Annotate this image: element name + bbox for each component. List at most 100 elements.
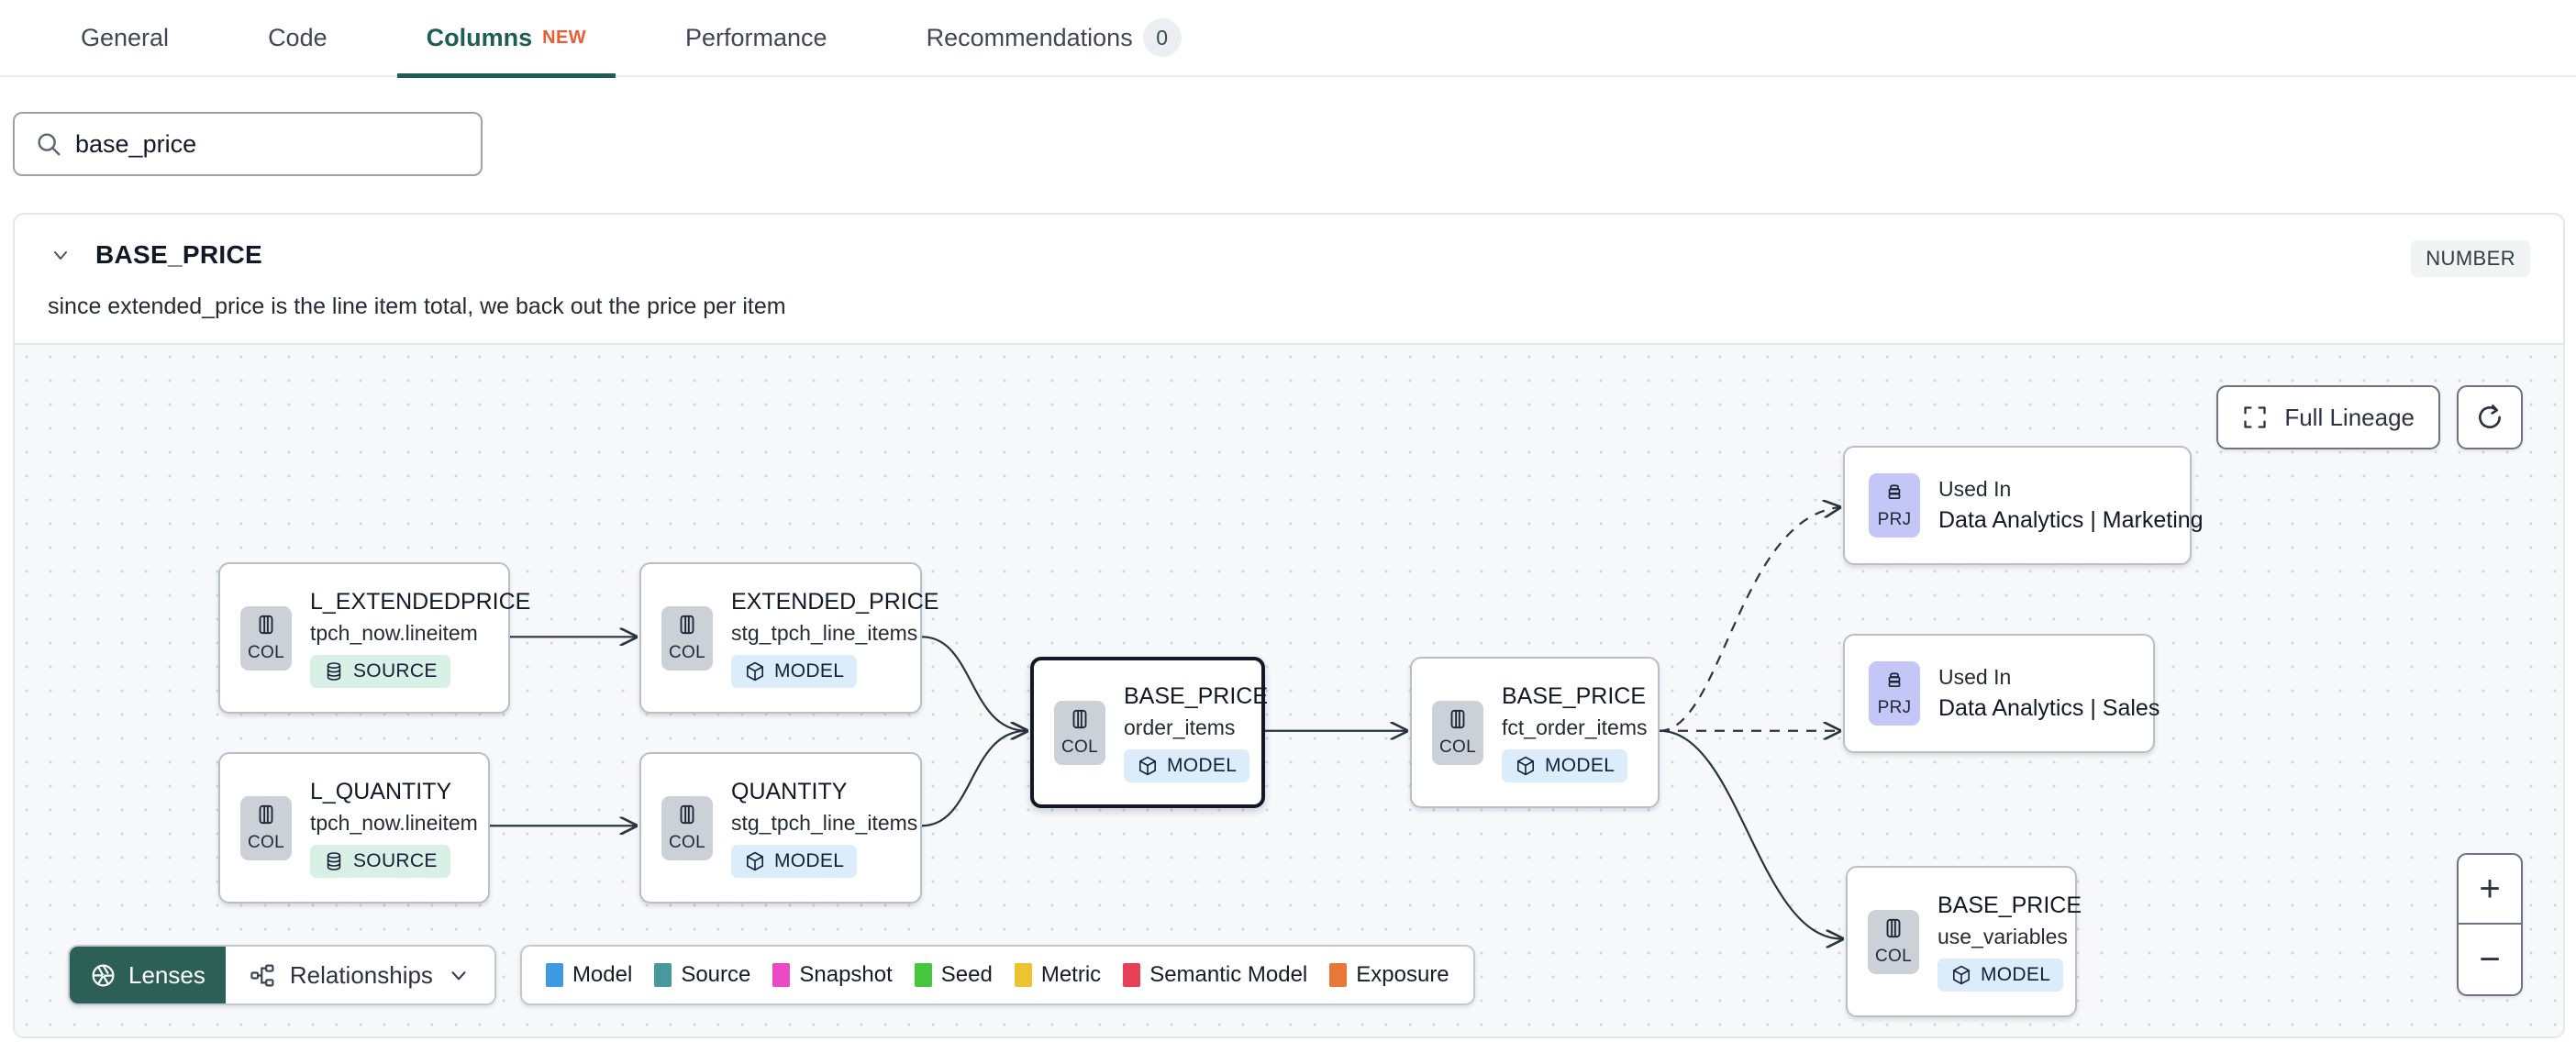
refresh-button[interactable] (2457, 385, 2523, 449)
legend-item-snapshot[interactable]: Snapshot (772, 962, 893, 988)
column-badge: COL (661, 795, 713, 860)
zoom-in-button[interactable]: + (2459, 855, 2521, 925)
tab-label: Performance (685, 23, 827, 51)
column-header: BASE_PRICE NUMBER since extended_price i… (15, 215, 2563, 343)
used-in-label: Used In (1938, 665, 2012, 689)
node-badge-label: PRJ (1877, 697, 1912, 717)
zoom-out-button[interactable]: − (2479, 939, 2501, 980)
chevron-down-icon (447, 963, 471, 987)
legend-swatch (1329, 963, 1348, 987)
node-title: L_EXTENDEDPRICE (310, 588, 531, 615)
tab-label: Code (268, 23, 328, 51)
node-type-tag-label: MODEL (774, 849, 845, 871)
database-icon (323, 660, 345, 682)
column-icon (675, 613, 699, 641)
node-subtitle: stg_tpch_line_items (731, 620, 918, 645)
node-type-tag: MODEL (1124, 748, 1250, 782)
node-type-tag: MODEL (731, 844, 858, 878)
column-badge: COL (661, 605, 713, 671)
legend-swatch (654, 963, 672, 987)
cube-icon (744, 850, 766, 872)
node-badge-label: COL (669, 833, 705, 852)
tab-performance[interactable]: Performance (656, 0, 857, 76)
relationships-button[interactable]: Relationships (225, 947, 494, 1003)
column-badge: COL (240, 795, 292, 860)
project-badge: PRJ (1869, 661, 1920, 726)
legend-item-source[interactable]: Source (654, 962, 750, 988)
lineage-node-used-in-sales[interactable]: PRJ Used In Data Analytics | Sales (1843, 634, 2160, 753)
used-in-label: Used In (1938, 477, 2012, 501)
node-badge-label: PRJ (1877, 509, 1912, 529)
cube-icon (744, 660, 766, 682)
legend-item-exposure[interactable]: Exposure (1329, 962, 1449, 988)
node-title: BASE_PRICE (1502, 682, 1647, 709)
canvas-top-controls: Full Lineage (2216, 385, 2523, 449)
legend-item-seed[interactable]: Seed (914, 962, 993, 988)
tab-code[interactable]: Code (239, 0, 357, 76)
expand-frame-icon (2242, 405, 2268, 430)
project-icon (1883, 482, 1905, 508)
node-type-legend: Model Source Snapshot Seed Metric Semantic Mo… (519, 945, 1475, 1005)
legend-label: Seed (940, 962, 993, 987)
zoom-controls: + − (2457, 853, 2523, 996)
node-subtitle: tpch_now.lineitem (310, 620, 478, 645)
legend-item-model[interactable]: Model (545, 962, 633, 988)
column-icon (254, 613, 278, 641)
full-lineage-button[interactable]: Full Lineage (2216, 385, 2440, 449)
project-badge: PRJ (1869, 473, 1920, 538)
legend-item-semantic-model[interactable]: Semantic Model (1123, 962, 1307, 988)
used-in-project-name: Data Analytics | Sales (1938, 695, 2160, 721)
cube-icon (1950, 964, 1972, 986)
legend-swatch (1014, 963, 1032, 987)
column-icon (1068, 707, 1092, 736)
node-title: BASE_PRICE (1938, 892, 2082, 918)
node-title: L_QUANTITY (310, 778, 452, 804)
node-subtitle: order_items (1124, 715, 1236, 739)
node-badge-label: COL (669, 643, 705, 662)
column-icon (1882, 916, 1905, 945)
node-badge-label: COL (1875, 947, 1912, 966)
node-subtitle: fct_order_items (1502, 715, 1648, 739)
canvas-bottom-toolbar: Lenses Relationships (68, 945, 1475, 1005)
node-subtitle: tpch_now.lineitem (310, 810, 478, 835)
legend-label: Metric (1040, 962, 1102, 987)
lineage-edges (490, 345, 2563, 1036)
legend-swatch (545, 963, 563, 987)
chevron-down-icon[interactable] (48, 242, 73, 268)
search-input[interactable] (75, 129, 461, 159)
legend-label: Model (572, 962, 633, 987)
node-title: BASE_PRICE (1124, 682, 1269, 709)
node-badge-label: COL (248, 833, 284, 852)
column-icon (675, 803, 699, 831)
node-type-tag-label: MODEL (1167, 754, 1238, 776)
refresh-icon (2475, 403, 2504, 432)
tab-label: Recommendations (926, 23, 1133, 51)
lenses-button[interactable]: Lenses (70, 947, 226, 1003)
node-type-tag: SOURCE (310, 654, 450, 688)
node-subtitle: stg_tpch_line_items (731, 810, 918, 835)
tab-general[interactable]: General (51, 0, 198, 76)
full-lineage-label: Full Lineage (2284, 403, 2415, 431)
node-title: EXTENDED_PRICE (731, 588, 939, 615)
column-type-badge: NUMBER (2411, 240, 2530, 277)
legend-item-metric[interactable]: Metric (1014, 962, 1102, 988)
search-field[interactable] (13, 112, 483, 176)
legend-swatch (914, 963, 932, 987)
